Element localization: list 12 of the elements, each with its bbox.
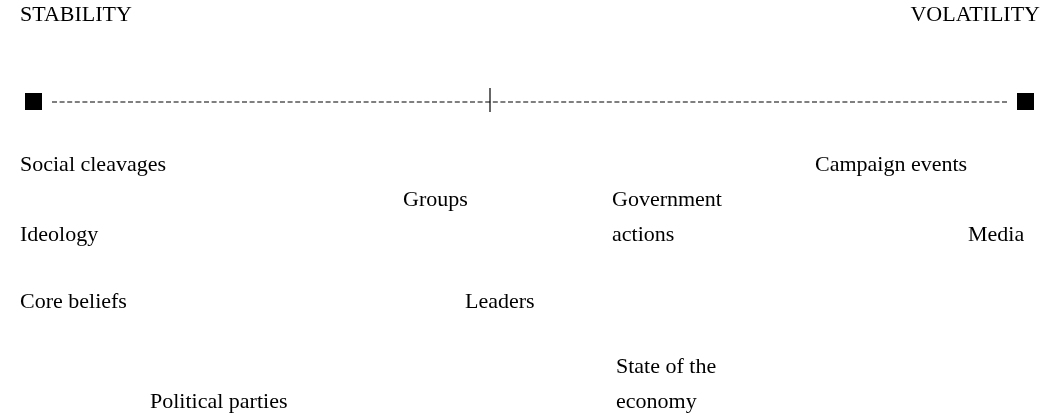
factor-label: Groups — [403, 185, 468, 213]
scale-end-label: STABILITY — [20, 0, 132, 28]
factor-label: Political parties — [150, 387, 288, 415]
scale-end-label: VOLATILITY — [909, 0, 1040, 28]
factor-label: Leaders — [465, 287, 535, 315]
factor-label: Social cleavages — [20, 150, 166, 178]
factor-label: Government actions — [612, 185, 723, 248]
factor-label: Ideology — [20, 220, 99, 248]
factor-label: Media — [968, 220, 1025, 248]
factor-label: Campaign events — [815, 150, 968, 178]
factor-label: Core beliefs — [20, 287, 127, 315]
factor-label: State of the economy — [616, 352, 718, 415]
